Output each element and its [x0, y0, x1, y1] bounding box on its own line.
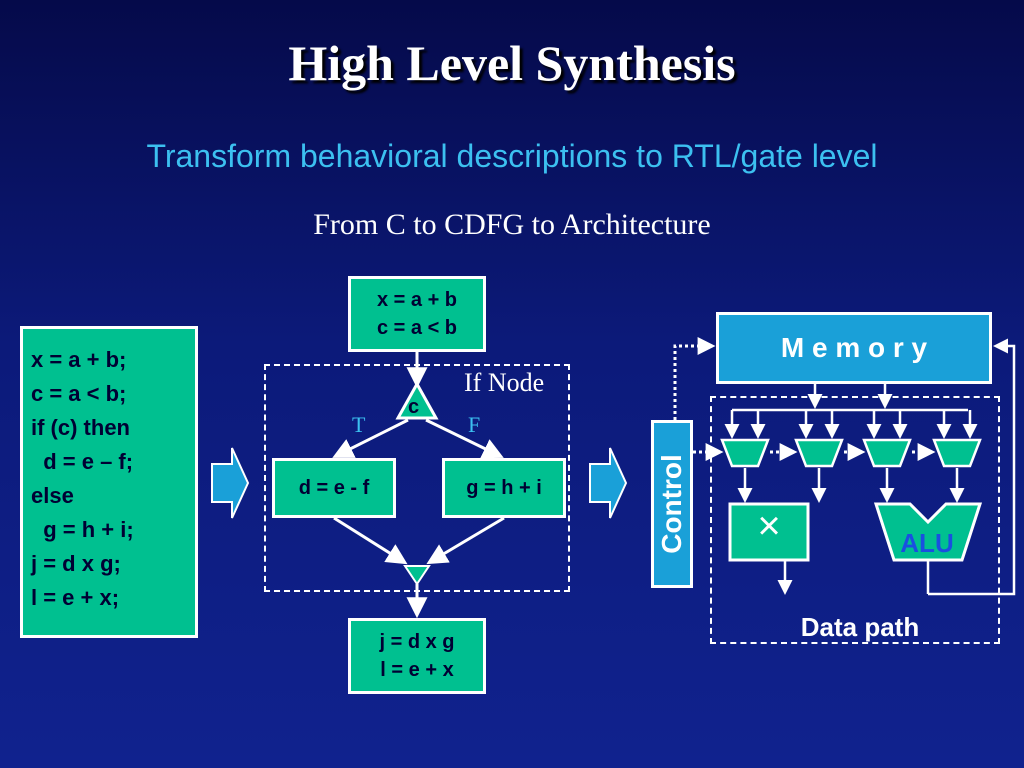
cdfg-top-block: x = a + b c = a < b: [348, 276, 486, 352]
c-code-block: x = a + b; c = a < b; if (c) then d = e …: [20, 326, 198, 638]
code-line: else: [31, 483, 74, 508]
cdfg-else-block: g = h + i: [442, 458, 566, 518]
code-line: if (c) then: [31, 415, 130, 440]
code-line: x = a + b;: [31, 347, 127, 372]
transform-arrow-icon: [589, 447, 628, 519]
transform-arrow-icon: [211, 447, 250, 519]
cdfg-line: g = h + i: [466, 477, 542, 499]
datapath-label: Data path: [800, 612, 920, 642]
alu-label: ALU: [900, 528, 954, 558]
cdfg-line: d = e - f: [298, 477, 370, 499]
join-node-icon: [403, 565, 431, 586]
alu-unit: [873, 502, 983, 562]
control-block: Control: [651, 420, 693, 588]
datapath-region: [710, 396, 1000, 644]
mux-icon: [932, 438, 982, 468]
false-branch-label: F: [468, 412, 481, 437]
memory-block: M e m o r y: [716, 312, 992, 384]
cdfg-line: x = a + b: [376, 289, 458, 311]
code-line: l = e + x;: [31, 585, 120, 610]
multiplier-unit: [728, 502, 810, 562]
slide-subtitle: Transform behavioral descriptions to RTL…: [146, 138, 878, 174]
if-node-icon: [395, 380, 439, 420]
code-line: d = e – f;: [31, 449, 134, 474]
mux-icon: [862, 438, 912, 468]
multiplier-icon: ×: [757, 504, 781, 548]
condition-label: c: [408, 396, 420, 418]
code-line: j = d x g;: [31, 551, 121, 576]
control-label: Control: [656, 454, 687, 554]
code-line: g = h + i;: [31, 517, 134, 542]
true-branch-label: T: [352, 412, 366, 437]
cdfg-bottom-block: j = d x g l = e + x: [348, 618, 486, 694]
if-node-label: If Node: [464, 368, 545, 397]
mux-icon: [720, 438, 770, 468]
slide-title: High Level Synthesis: [288, 35, 736, 91]
mux-icon: [794, 438, 844, 468]
code-line: c = a < b;: [31, 381, 127, 406]
slide-caption: From C to CDFG to Architecture: [313, 208, 711, 241]
cdfg-then-block: d = e - f: [272, 458, 396, 518]
cdfg-line: l = e + x: [380, 659, 454, 681]
cdfg-line: c = a < b: [376, 317, 458, 339]
cdfg-line: j = d x g: [379, 631, 455, 653]
